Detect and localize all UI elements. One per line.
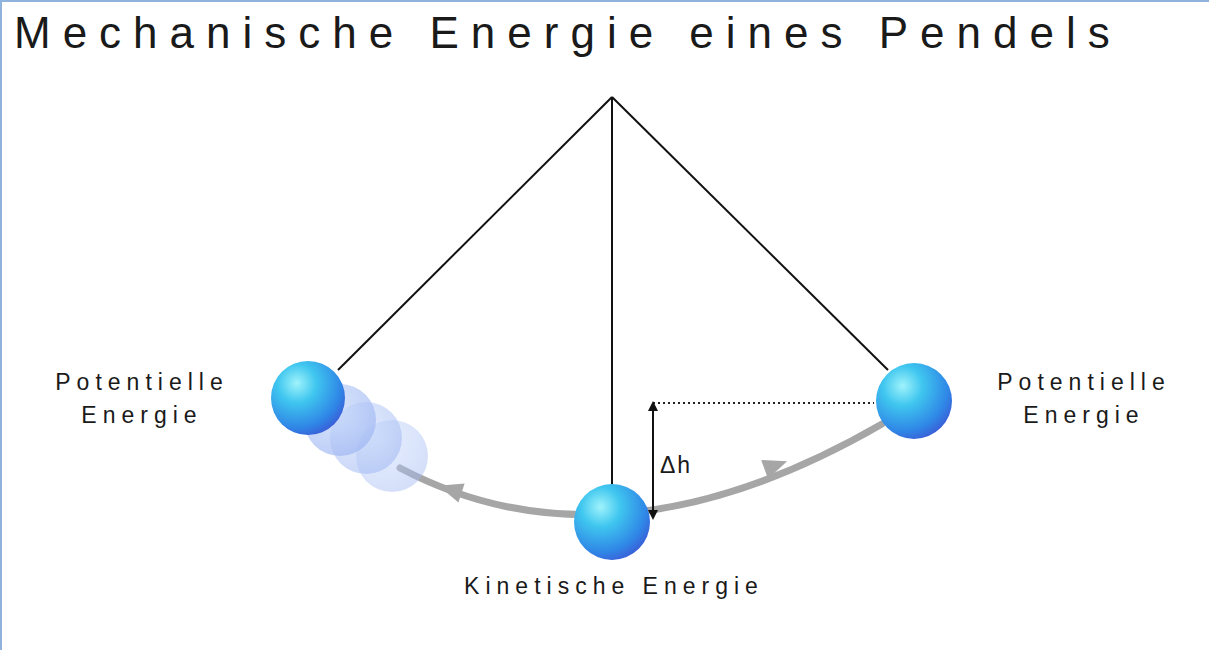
pendulum-rope <box>611 97 613 486</box>
diagram-title: Mechanische Energie eines Pendels <box>14 8 1122 58</box>
arrow-head <box>648 401 658 411</box>
height-arrow <box>652 410 654 512</box>
height-label: Δh <box>660 449 692 482</box>
energy-label: Potentielle Energie <box>997 366 1170 431</box>
pendulum-ball <box>876 363 952 439</box>
pendulum-ball <box>271 361 345 435</box>
energy-label: Kinetische Energie <box>464 570 764 603</box>
pendulum-ball <box>574 484 650 560</box>
pendulum-rope <box>338 97 612 370</box>
arrow-head <box>436 476 465 502</box>
frame-line <box>0 0 1209 2</box>
frame-line <box>0 0 2 650</box>
arrow-head <box>648 510 658 520</box>
energy-label: Potentielle Energie <box>55 366 228 431</box>
arrow-head <box>761 452 790 479</box>
height-reference-line <box>653 402 874 404</box>
pendulum-rope <box>612 97 888 370</box>
